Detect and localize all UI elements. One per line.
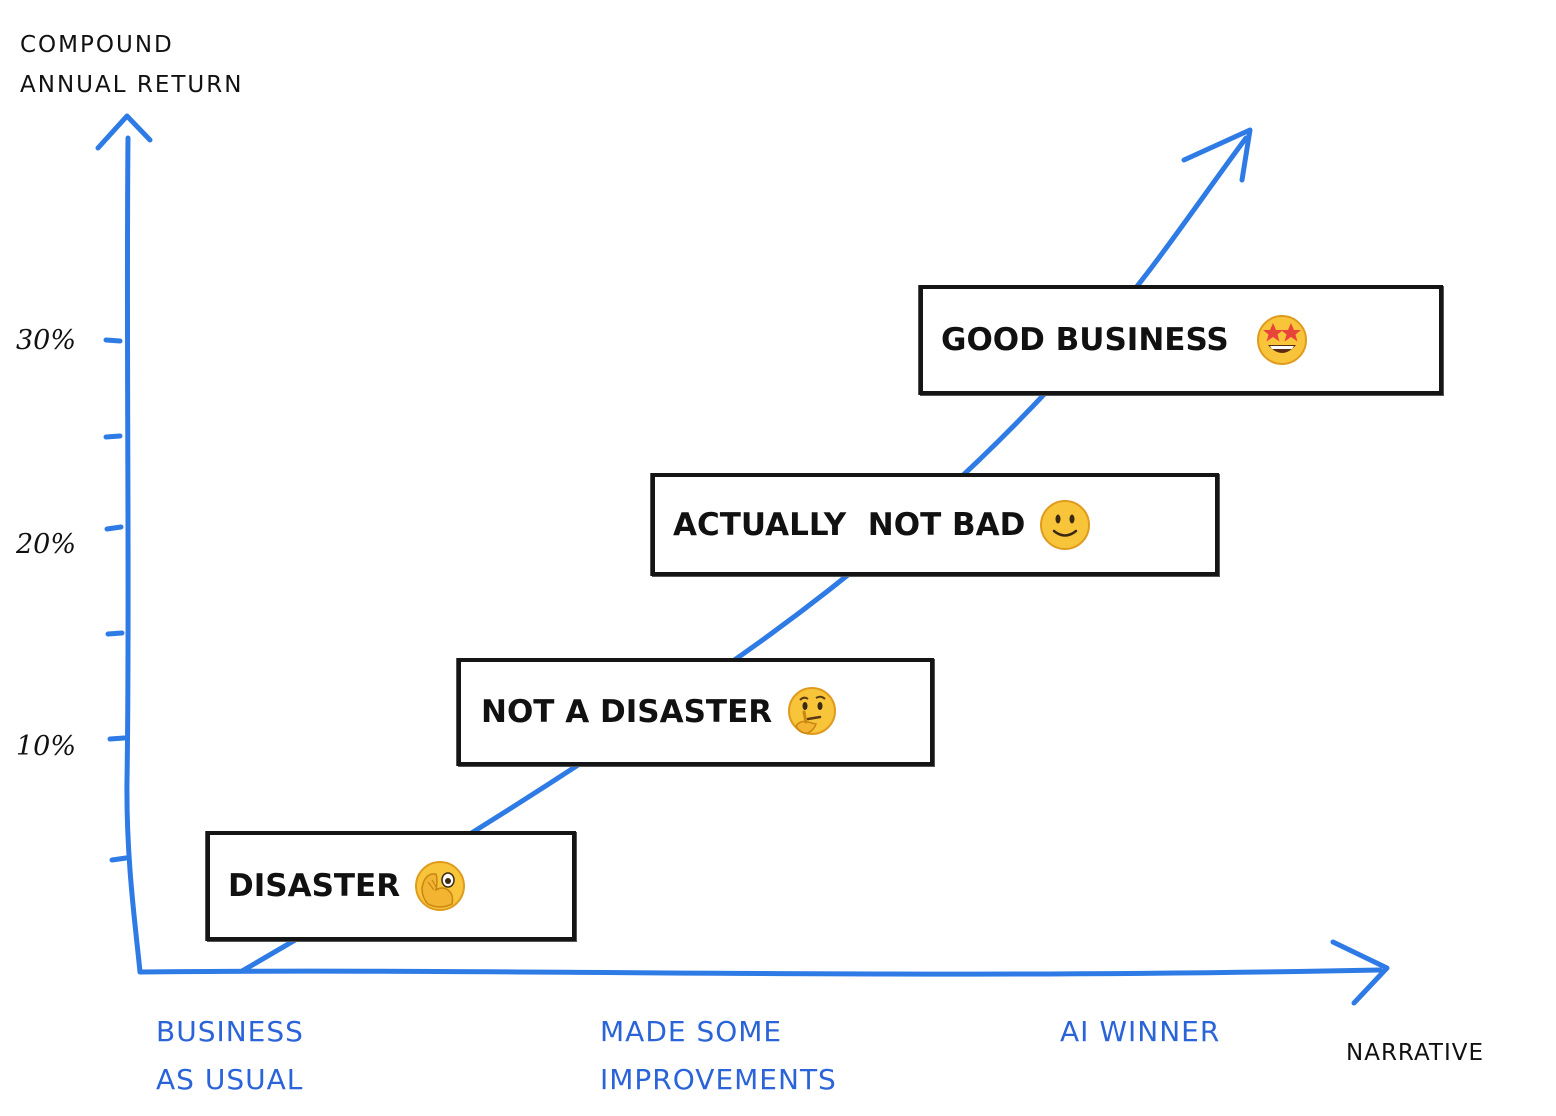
- face-with-open-eyes-and-hand-over-mouth-icon: [414, 860, 466, 912]
- y-axis-label-line1: COMPOUND: [20, 32, 174, 58]
- outcome-box-not-a-disaster: NOT A DISASTER: [457, 658, 934, 766]
- y-tick-mark: [104, 524, 124, 532]
- y-tick-mark: [103, 433, 123, 440]
- slightly-smiling-face-icon: [1039, 499, 1091, 551]
- outcome-label-good-business: GOOD BUSINESS: [941, 322, 1229, 358]
- y-tick-mark: [105, 630, 125, 637]
- y-tick-mark: [103, 337, 123, 344]
- outcome-box-disaster: DISASTER: [206, 831, 576, 941]
- x-axis-label: NARRATIVE: [1346, 1040, 1485, 1066]
- y-axis-arrowhead: [95, 113, 153, 151]
- x-category-made-some-improvements-line2: IMPROVEMENTS: [600, 1063, 837, 1096]
- x-axis-line: [137, 967, 1383, 977]
- thinking-face-icon: [786, 686, 838, 738]
- y-tick-label-30: 30%: [16, 325, 77, 356]
- outcome-label-disaster: DISASTER: [228, 868, 401, 904]
- x-category-made-some-improvements-line1: MADE SOME: [600, 1015, 783, 1048]
- outcome-label-actually-not-bad: ACTUALLY NOT BAD: [673, 506, 1026, 543]
- y-tick-label-10: 10%: [16, 731, 77, 762]
- trend-arrowhead: [1181, 127, 1253, 183]
- x-category-business-as-usual-line2: AS USUAL: [156, 1063, 304, 1096]
- x-axis-arrowhead: [1330, 939, 1390, 1006]
- x-category-ai-winner: AI WINNER: [1060, 1015, 1221, 1048]
- y-axis-line: [124, 135, 143, 975]
- y-tick-label-20: 20%: [16, 529, 77, 560]
- y-tick-mark: [109, 855, 129, 863]
- y-tick-mark: [107, 735, 127, 742]
- star-struck-face-icon: [1255, 313, 1309, 367]
- x-category-business-as-usual-line1: BUSINESS: [156, 1015, 304, 1048]
- outcome-label-not-a-disaster: NOT A DISASTER: [481, 694, 773, 730]
- y-axis-label-line2: ANNUAL RETURN: [20, 72, 244, 98]
- outcome-box-actually-not-bad: ACTUALLY NOT BAD: [651, 473, 1219, 576]
- outcome-box-good-business: GOOD BUSINESS: [919, 285, 1443, 395]
